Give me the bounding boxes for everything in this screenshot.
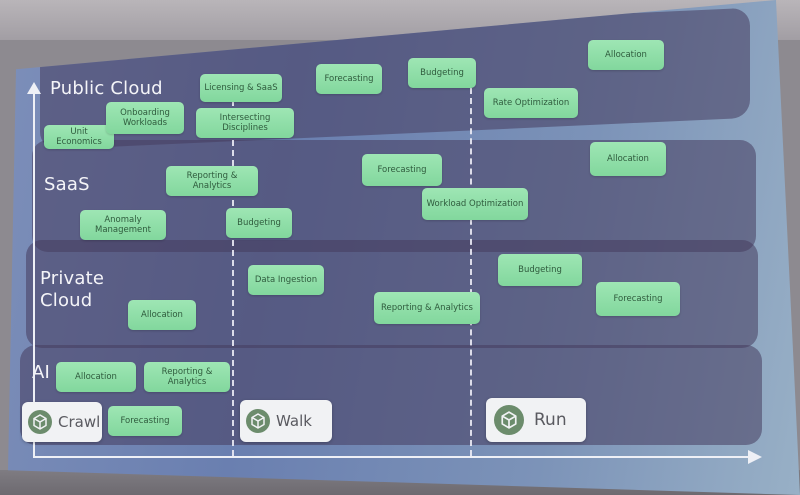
chip-licensing-saas: Licensing & SaaS — [200, 74, 282, 102]
chip-onboarding-workloads: Onboarding Workloads — [106, 102, 184, 134]
chip-allocation: Allocation — [128, 300, 196, 330]
chip-budgeting: Budgeting — [408, 58, 476, 88]
stage-crawl-label: Crawl — [58, 413, 101, 431]
band-label-ai: AI — [32, 362, 51, 383]
chip-rate-optimization: Rate Optimization — [484, 88, 578, 118]
chip-intersecting-disciplines: Intersecting Disciplines — [196, 108, 294, 138]
chip-budgeting: Budgeting — [226, 208, 292, 238]
cube-icon — [494, 405, 524, 435]
chip-unit-economics: Unit Economics — [44, 125, 114, 149]
chip-budgeting: Budgeting — [498, 254, 582, 286]
chip-forecasting: Forecasting — [362, 154, 442, 186]
chip-forecasting: Forecasting — [316, 64, 382, 94]
chip-allocation: Allocation — [56, 362, 136, 392]
divider-walk — [232, 100, 234, 456]
stage-walk: Walk — [240, 400, 332, 442]
chip-data-ingestion: Data Ingestion — [248, 265, 324, 295]
band-label-private-cloud: Private Cloud — [40, 268, 105, 311]
cube-icon — [246, 409, 270, 433]
x-axis-arrow-icon — [748, 450, 762, 464]
chip-anomaly-management: Anomaly Management — [80, 210, 166, 240]
divider-run — [470, 88, 472, 456]
chip-reporting-analytics: Reporting & Analytics — [374, 292, 480, 324]
stage-run-label: Run — [534, 410, 567, 430]
chip-reporting-analytics: Reporting & Analytics — [144, 362, 230, 392]
cube-icon — [28, 410, 52, 434]
chip-workload-optimization: Workload Optimization — [422, 188, 528, 220]
chip-allocation: Allocation — [590, 142, 666, 176]
band-label-saas: SaaS — [44, 174, 90, 195]
x-axis — [33, 456, 751, 458]
y-axis-arrow-icon — [27, 82, 41, 94]
stage-run: Run — [486, 398, 586, 442]
chip-allocation: Allocation — [588, 40, 664, 70]
band-label-public-cloud: Public Cloud — [50, 78, 163, 99]
chip-forecasting: Forecasting — [108, 406, 182, 436]
y-axis — [33, 90, 35, 458]
chip-reporting-analytics: Reporting & Analytics — [166, 166, 258, 196]
chip-forecasting: Forecasting — [596, 282, 680, 316]
stage-crawl: Crawl — [22, 402, 102, 442]
stage-walk-label: Walk — [276, 412, 312, 430]
